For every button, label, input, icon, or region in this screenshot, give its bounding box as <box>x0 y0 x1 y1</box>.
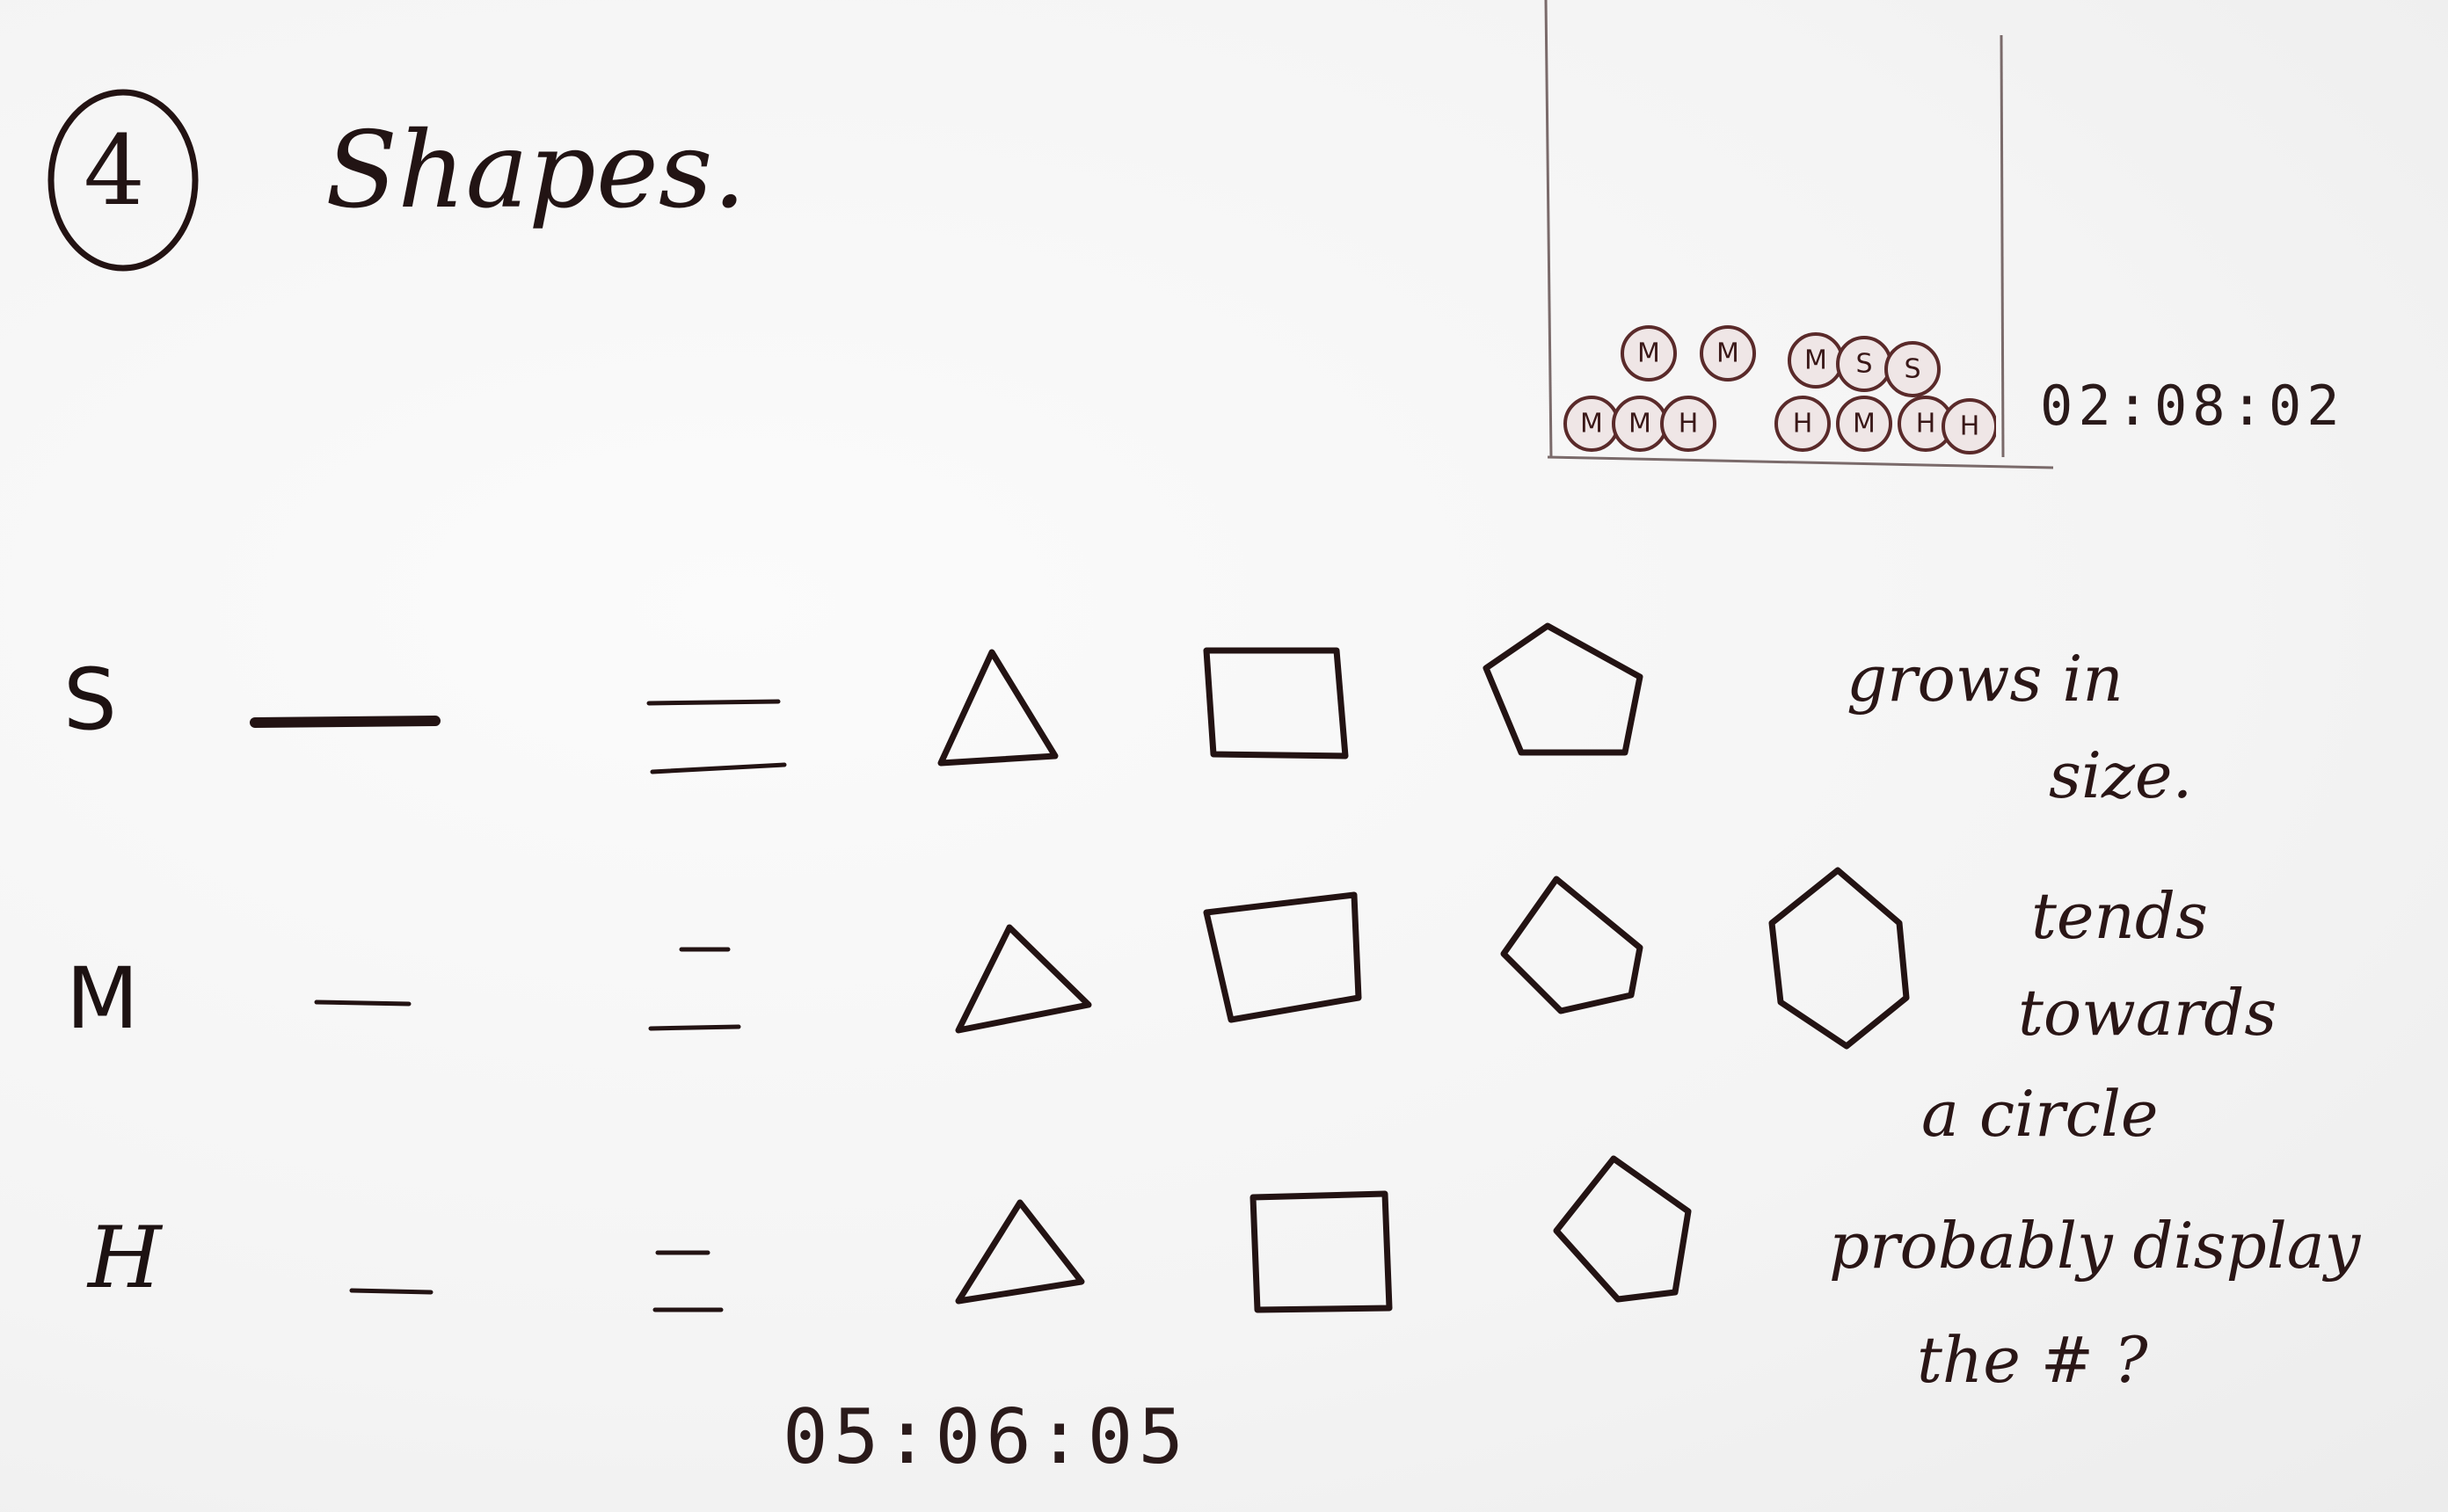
m-pentagon-shape <box>1500 876 1643 1014</box>
h-line-shape <box>349 1288 434 1295</box>
preview-timer: 02:08:02 <box>2040 374 2345 438</box>
row-label-h: H <box>88 1209 162 1307</box>
ball-label: S <box>1855 349 1872 380</box>
ball: M <box>1700 325 1756 382</box>
row-m-shapes <box>314 867 1910 1050</box>
s-double-line-top <box>646 699 781 706</box>
note-m-line1: tends <box>2031 879 2208 953</box>
ball: M <box>1836 396 1892 452</box>
note-h-line2: the # ? <box>1917 1323 2148 1397</box>
note-m-line3: a circle <box>1921 1077 2159 1151</box>
s-double-line-bottom <box>650 762 787 774</box>
s-triangle-shape <box>937 649 1059 767</box>
ball: M <box>1563 396 1620 452</box>
ball: H <box>1898 396 1954 452</box>
m-square-shape <box>1203 891 1362 1023</box>
m-hexagon-shape <box>1768 867 1910 1050</box>
ball-label: M <box>1804 345 1827 376</box>
page-title: Shapes. <box>325 110 747 232</box>
ball-label: H <box>1793 409 1813 440</box>
note-h-line1: probably display <box>1829 1209 2361 1283</box>
note-s-line2: size. <box>2049 738 2193 812</box>
container-preview <box>1544 0 2054 469</box>
ball-label: H <box>1916 409 1936 440</box>
ball-label: M <box>1637 338 1660 369</box>
m-triangle-shape <box>955 924 1092 1034</box>
circled-number-icon <box>47 89 199 272</box>
ball-label: S <box>1904 354 1920 385</box>
ball: H <box>1942 398 1996 454</box>
s-line-shape <box>250 716 441 728</box>
ball: M <box>1621 325 1677 382</box>
ball-label: H <box>1679 409 1699 440</box>
row-label-m: M <box>66 949 139 1048</box>
ball: H <box>1774 396 1831 452</box>
ball: S <box>1884 341 1941 397</box>
ball-label: H <box>1960 411 1980 442</box>
h-pentagon-shape <box>1553 1155 1692 1303</box>
note-s-line1: grows in <box>1847 642 2124 716</box>
section-number: 4 <box>84 114 145 227</box>
m-line-shape <box>314 1000 412 1007</box>
ball-label: M <box>1628 409 1651 440</box>
bottom-timer: 05:06:05 <box>783 1393 1190 1481</box>
h-triangle-shape <box>955 1199 1085 1305</box>
ball: H <box>1660 396 1716 452</box>
row-s-shapes <box>250 622 1643 774</box>
ball-label: M <box>1853 409 1876 440</box>
row-label-s: S <box>63 651 117 749</box>
note-m-line2: towards <box>2018 976 2277 1050</box>
m-double-line-bottom <box>648 1024 741 1031</box>
ball-label: M <box>1716 338 1739 369</box>
s-square-shape <box>1203 647 1349 760</box>
row-h-shapes <box>349 1155 1692 1313</box>
h-square-shape <box>1250 1190 1393 1313</box>
s-pentagon-shape <box>1483 622 1643 756</box>
ball-label: M <box>1580 409 1603 440</box>
